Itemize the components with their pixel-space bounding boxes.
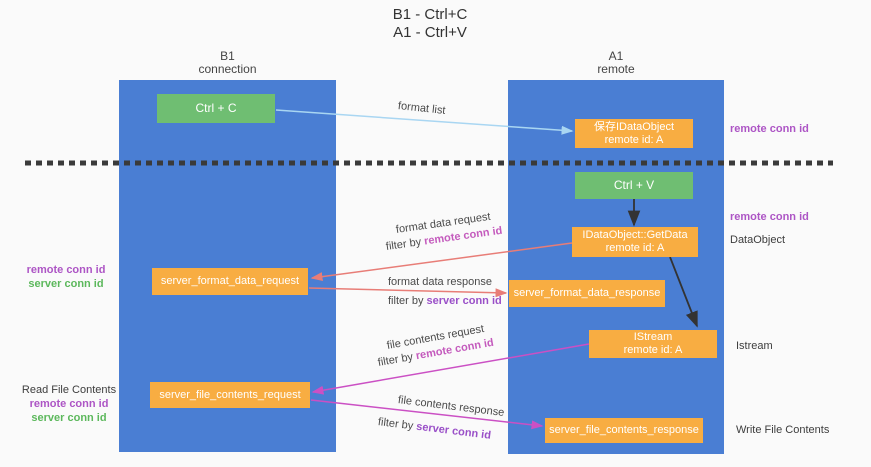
title-line-2: A1 - Ctrl+V (393, 24, 467, 41)
server-format-data-response-node: server_format_data_response (509, 280, 665, 307)
format-data-response-arrow (308, 287, 508, 298)
remote-conn-id-label-left: remote conn id (26, 264, 106, 276)
server-file-contents-response-label: server_file_contents_response (549, 424, 699, 436)
server-format-data-response-label: server_format_data_response (513, 287, 661, 299)
ctrl-c-label: Ctrl + C (195, 101, 237, 115)
format-data-response-annotation: format data response (388, 276, 492, 288)
save-idataobject-line2: remote id: A (604, 133, 664, 146)
server-file-contents-request-node: server_file_contents_request (150, 382, 310, 408)
dataobject-label: DataObject (730, 234, 786, 246)
server-file-contents-response-node: server_file_contents_response (545, 418, 703, 443)
istream-side-label: Istream (736, 340, 773, 352)
istream-node: IStream remote id: A (589, 330, 717, 358)
ctrl-c-node: Ctrl + C (157, 94, 275, 123)
ctrl-v-label: Ctrl + V (613, 178, 655, 192)
diagram-title: B1 - Ctrl+C A1 - Ctrl+V (280, 6, 580, 42)
server-format-data-request-label: server_format_data_request (160, 275, 300, 287)
istream-line2: remote id: A (623, 344, 683, 356)
server-conn-id-label-left: server conn id (28, 278, 104, 290)
lane-header-b1: B1 connection (119, 50, 336, 76)
getdata-line2: remote id: A (605, 242, 665, 254)
save-idataobject-line1: 保存IDataObject (593, 120, 675, 133)
ctrl-v-node: Ctrl + V (575, 172, 693, 199)
file-contents-response-annotation: file contents response (397, 394, 505, 419)
server-format-data-request-node: server_format_data_request (152, 268, 308, 295)
idataobject-getdata-node: IDataObject::GetData remote id: A (572, 227, 698, 257)
title-line-1: B1 - Ctrl+C (392, 6, 468, 23)
lane-b1-name: B1 (220, 49, 235, 63)
lane-header-a1: A1 remote (508, 50, 724, 76)
format-data-response-filter-annotation: filter by server conn id (388, 295, 502, 307)
lane-b1-subtitle: connection (198, 62, 257, 76)
file-contents-response-filter-annotation: filter by server conn id (377, 416, 492, 442)
server-file-contents-request-label: server_file_contents_request (159, 388, 301, 401)
lane-a1-name: A1 (608, 49, 624, 63)
save-idataobject-node: 保存IDataObject remote id: A (575, 119, 693, 148)
left-conn-id-stack: remote conn id server conn id (24, 263, 108, 291)
server-conn-id-label-bottom: server conn id (31, 412, 107, 424)
remote-conn-id-label-top: remote conn id (730, 123, 809, 135)
server-conn-id-highlight: server conn id (415, 420, 492, 442)
lane-a1-subtitle: remote (597, 62, 635, 76)
remote-conn-id-label-mid: remote conn id (730, 211, 809, 223)
remote-conn-id-label-bottom: remote conn id (29, 398, 109, 410)
read-file-contents-stack: Read File Contents remote conn id server… (21, 383, 117, 425)
format-list-annotation: format list (397, 100, 447, 117)
read-file-contents-label: Read File Contents (21, 384, 117, 396)
getdata-line1: IDataObject::GetData (582, 229, 688, 241)
server-conn-id-highlight: server conn id (426, 295, 502, 307)
write-file-contents-label: Write File Contents (736, 424, 830, 436)
istream-line1: IStream (633, 331, 673, 343)
